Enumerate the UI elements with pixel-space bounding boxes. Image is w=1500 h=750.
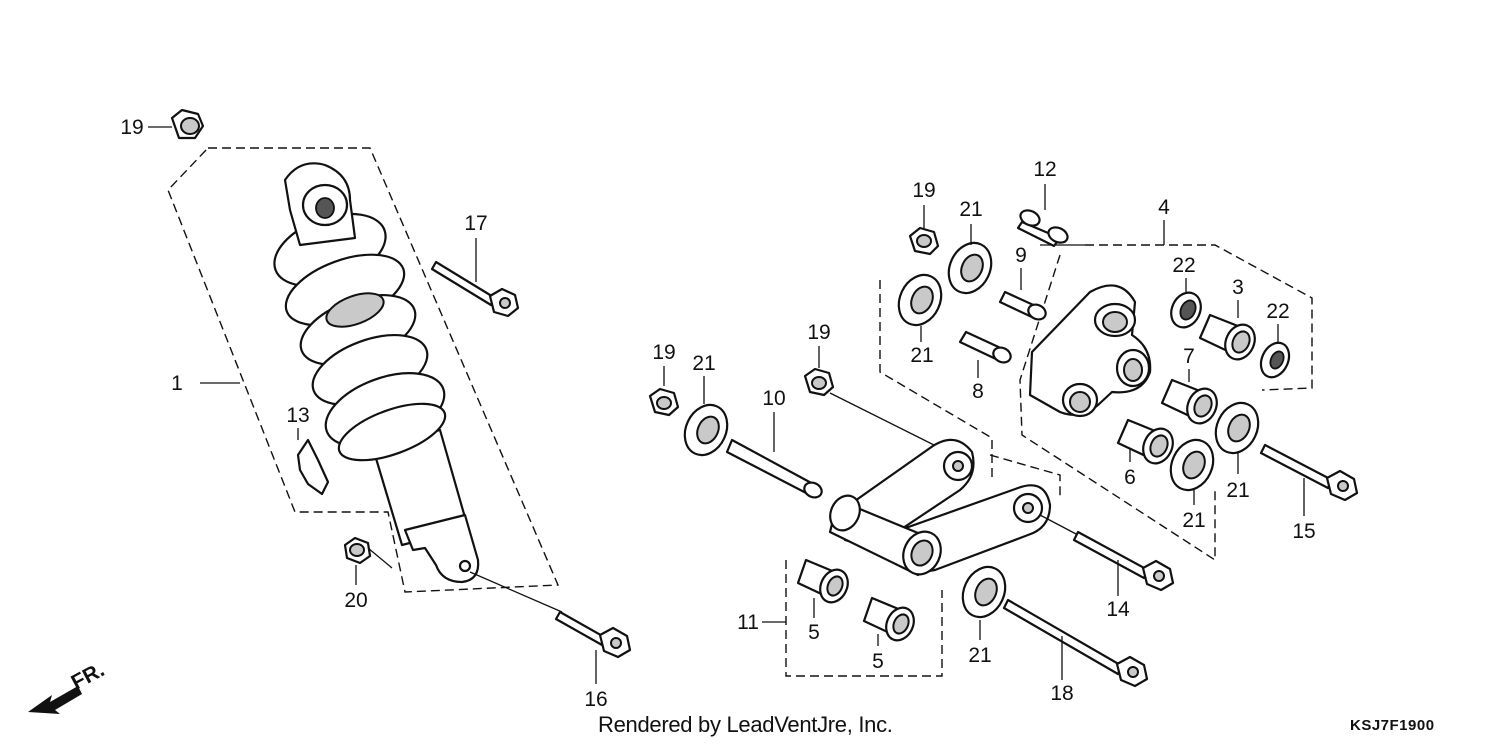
bolt-17[interactable] [430,260,520,318]
bushing-5-b[interactable] [862,596,919,645]
seal-21-e[interactable] [1208,396,1266,460]
washer-22-b[interactable] [1256,338,1295,382]
callout-19-a[interactable]: 19 [120,116,143,139]
callout-5-a[interactable]: 5 [808,621,820,644]
bushing-5-a[interactable] [796,558,853,607]
seal-21-b[interactable] [891,268,949,332]
callout-22-a[interactable]: 22 [1172,254,1195,277]
callout-1[interactable]: 1 [171,372,183,395]
collar-8[interactable] [958,330,1013,365]
callout-12[interactable]: 12 [1033,158,1056,181]
callout-21-f[interactable]: 21 [968,644,991,667]
nut-19-middle[interactable] [803,367,941,449]
nut-20[interactable] [343,536,393,569]
callout-21-e[interactable]: 21 [1182,509,1205,532]
callout-18[interactable]: 18 [1050,682,1073,705]
callout-7[interactable]: 7 [1183,345,1195,368]
callout-21-b[interactable]: 21 [959,198,982,221]
nut-19-left[interactable] [648,387,680,417]
bolt-15[interactable] [1259,443,1359,502]
callout-21-c[interactable]: 21 [910,344,933,367]
bolt-18[interactable] [1002,598,1149,688]
bolt-14[interactable] [1039,514,1175,592]
seal-21-d[interactable] [1163,433,1221,497]
shock-absorber-group [148,108,632,659]
callout-9[interactable]: 9 [1015,244,1027,267]
nut-19-top[interactable] [148,108,205,140]
bushing-6[interactable] [1116,418,1178,468]
callout-21-a[interactable]: 21 [692,352,715,375]
bolt-16[interactable] [469,571,632,659]
callout-4[interactable]: 4 [1158,196,1170,219]
callout-14[interactable]: 14 [1106,598,1130,621]
callout-5-b[interactable]: 5 [872,650,884,673]
shock-link-11[interactable] [825,438,1052,581]
seal-21-c[interactable] [941,236,999,300]
front-direction-arrow: FR. [28,658,108,714]
callout-20[interactable]: 20 [344,589,367,612]
callout-8[interactable]: 8 [972,380,984,403]
shock-arm-4[interactable] [1028,284,1152,418]
diagram-code: KSJ7F1900 [1350,717,1435,734]
rear-shock-absorber[interactable] [265,162,480,584]
collar-9[interactable] [998,290,1048,322]
callout-15[interactable]: 15 [1292,520,1315,543]
callout-13[interactable]: 13 [286,404,309,427]
callout-17[interactable]: 17 [464,212,487,235]
seal-21-a[interactable] [677,398,735,462]
callout-19-b[interactable]: 19 [912,179,935,202]
bushing-7[interactable] [1160,378,1222,428]
callout-21-d[interactable]: 21 [1226,479,1249,502]
callout-11[interactable]: 11 [737,611,759,634]
label-13[interactable] [296,438,330,496]
seal-21-f[interactable] [955,560,1013,624]
callout-labels: 1 3 4 5 5 6 7 8 9 10 11 12 13 14 15 16 1… [120,116,1315,711]
callout-10[interactable]: 10 [762,387,785,410]
collar-12[interactable] [1016,207,1070,248]
bushing-3[interactable] [1198,313,1260,364]
linkage-group [648,207,1359,688]
callout-22-b[interactable]: 22 [1266,300,1289,323]
callout-19-d[interactable]: 19 [652,341,675,364]
callout-3[interactable]: 3 [1232,276,1244,299]
render-credit: Rendered by LeadVentJre, Inc. [598,712,893,737]
callout-leaders [297,184,1305,684]
nut-19-upper[interactable] [908,226,940,256]
callout-19-c[interactable]: 19 [807,321,830,344]
callout-6[interactable]: 6 [1124,466,1136,489]
washer-22-a[interactable] [1166,288,1207,332]
collar-10[interactable] [725,438,824,500]
callout-16[interactable]: 16 [584,688,607,711]
